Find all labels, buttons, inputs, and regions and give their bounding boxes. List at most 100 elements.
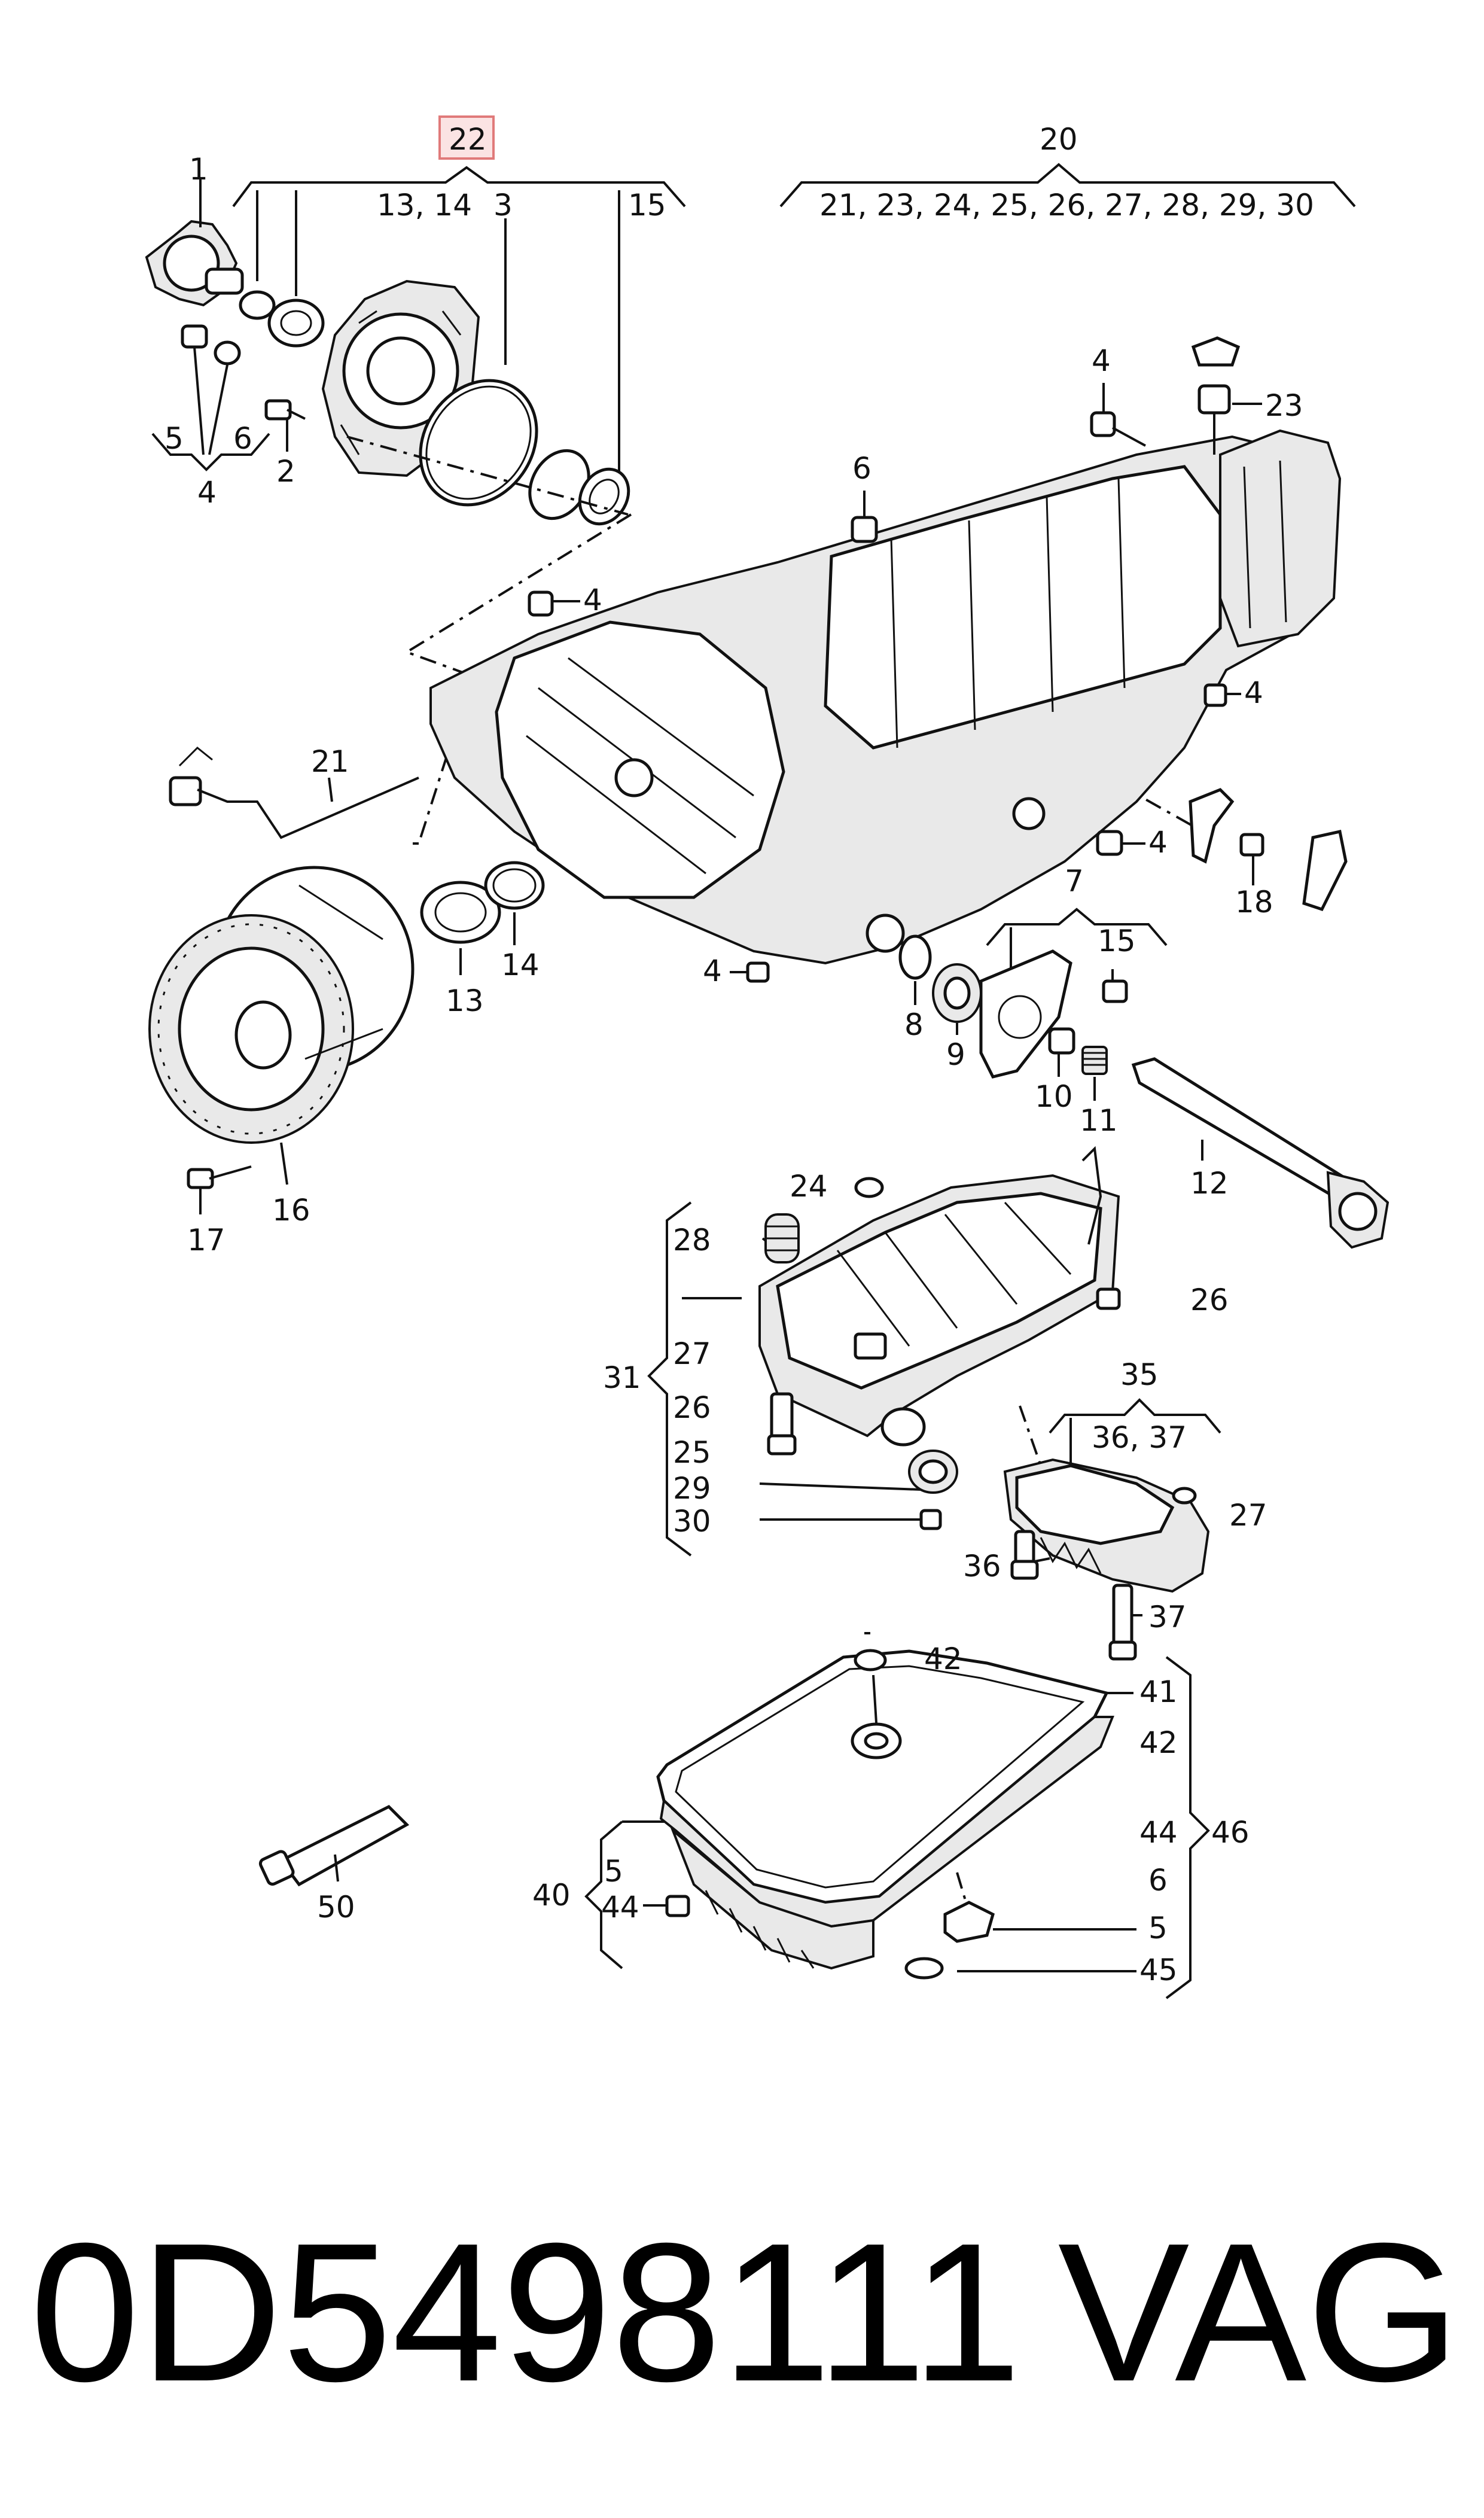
label-36: 36 [963, 1549, 1001, 1584]
part-oring-8 [898, 934, 932, 1005]
label-46: 46 [1211, 1815, 1250, 1850]
brand-name: VAG [1058, 2202, 1460, 2422]
part-transmission-housing [429, 435, 1335, 965]
group-40-bracket [584, 1820, 670, 1969]
label-25: 25 [673, 1435, 711, 1470]
part-rear-extension [1219, 429, 1342, 648]
part-sleeve-29 [880, 1407, 958, 1494]
group-20-bracket [779, 163, 1356, 208]
part-bolt-44 [643, 1895, 690, 1917]
label-5c: 5 [604, 1854, 623, 1889]
label-21-30: 21, 23, 24, 25, 26, 27, 28, 29, 30 [819, 188, 1314, 223]
part-seal-15-top [528, 449, 630, 526]
label-44a: 44 [1139, 1815, 1178, 1850]
part-oring-24 [854, 1177, 884, 1198]
part-gear-9 [932, 963, 982, 1035]
label-36-37: 36, 37 [1092, 1420, 1187, 1455]
part-cover-plate-7 [979, 949, 1072, 1079]
part-bolts-5-6 [151, 324, 270, 471]
label-11: 11 [1080, 1103, 1118, 1138]
part-harness-21 [169, 746, 419, 839]
part-bolt-17 [187, 1165, 252, 1214]
label-8: 8 [904, 1007, 924, 1042]
part-flange-1 [145, 179, 244, 307]
label-35: 35 [1120, 1357, 1159, 1392]
part-torque-converter-16 [148, 866, 415, 1185]
part-cap-23 [1191, 336, 1262, 455]
label-29: 29 [673, 1471, 711, 1506]
label-5a: 5 [164, 421, 184, 456]
label-6b: 6 [852, 451, 871, 486]
bolts-4 [528, 383, 1241, 983]
label-6c: 6 [1148, 1863, 1168, 1898]
part-plug-10 [1048, 1027, 1075, 1077]
label-45: 45 [1139, 1953, 1178, 1987]
label-4a: 4 [197, 475, 217, 510]
label-28: 28 [673, 1223, 711, 1258]
highlight-box-22 [438, 115, 495, 160]
label-44b: 44 [601, 1890, 639, 1925]
part-bolt-26a [1096, 1287, 1121, 1310]
label-13: 13 [446, 984, 484, 1018]
label-17: 17 [187, 1223, 226, 1258]
label-41: 41 [1139, 1674, 1178, 1709]
label-26a: 26 [1190, 1283, 1229, 1317]
callout-labels: 1 22 13, 14 3 15 20 21, 23, 24, 25, 26, … [164, 122, 1314, 1987]
label-7: 7 [1065, 864, 1084, 899]
label-27a: 27 [673, 1336, 711, 1371]
label-4d: 4 [1244, 675, 1263, 710]
part-bolt-15-mid [1102, 979, 1128, 1003]
label-4c: 4 [583, 583, 602, 617]
label-23: 23 [1265, 388, 1303, 423]
label-27b: 27 [1229, 1498, 1267, 1533]
label-15-top: 15 [628, 188, 666, 223]
label-9: 9 [946, 1037, 965, 1072]
label-12: 12 [1190, 1166, 1229, 1201]
part-sealant-tube-50 [258, 1804, 410, 1887]
part-actuator [1003, 1458, 1210, 1593]
part-seal-13 [420, 881, 501, 975]
part-bolt-2 [264, 399, 306, 452]
part-oring-45 [904, 1957, 944, 1980]
label-4b: 4 [1092, 343, 1111, 378]
part-shaft-12 [1131, 1057, 1389, 1249]
part-number: 0D5498111 [30, 2202, 1022, 2422]
part-bolt-36 [1010, 1530, 1039, 1580]
part-bolt-25 [767, 1392, 797, 1456]
label-4e: 4 [1148, 825, 1168, 860]
label-24: 24 [790, 1169, 828, 1204]
label-26b: 26 [673, 1390, 711, 1425]
label-18: 18 [1235, 885, 1273, 919]
label-21: 21 [311, 744, 349, 779]
label-37: 37 [1148, 1600, 1187, 1634]
label-10: 10 [1035, 1079, 1073, 1114]
label-30: 30 [673, 1504, 711, 1539]
label-20: 20 [1040, 122, 1078, 157]
label-16: 16 [272, 1193, 310, 1228]
label-15b: 15 [1098, 924, 1136, 958]
part-bolt-30 [919, 1509, 942, 1530]
label-5b: 5 [1148, 1911, 1168, 1945]
label-22: 22 [449, 122, 487, 157]
part-drain-plug-5 [943, 1901, 995, 1943]
part-spring-11 [1081, 1046, 1108, 1101]
label-2: 2 [276, 454, 295, 489]
part-oil-pan [659, 1649, 1114, 1970]
part-bolt-37 [1108, 1584, 1137, 1661]
label-31: 31 [603, 1360, 641, 1395]
label-40: 40 [532, 1878, 571, 1913]
label-50: 50 [317, 1890, 355, 1925]
label-42a: 42 [924, 1642, 962, 1676]
part-valve-body [758, 1146, 1120, 1438]
part-seal-14 [484, 861, 545, 945]
part-shift-lever-18 [1189, 788, 1348, 912]
group-22-bracket [232, 115, 686, 485]
part-gasket-3 [419, 379, 538, 507]
label-42b: 42 [1139, 1725, 1178, 1760]
part-oring-small [239, 290, 325, 348]
label-6a: 6 [233, 421, 252, 456]
part-spring-28 [764, 1213, 800, 1263]
label-4f: 4 [703, 954, 722, 988]
label-1: 1 [189, 152, 208, 187]
